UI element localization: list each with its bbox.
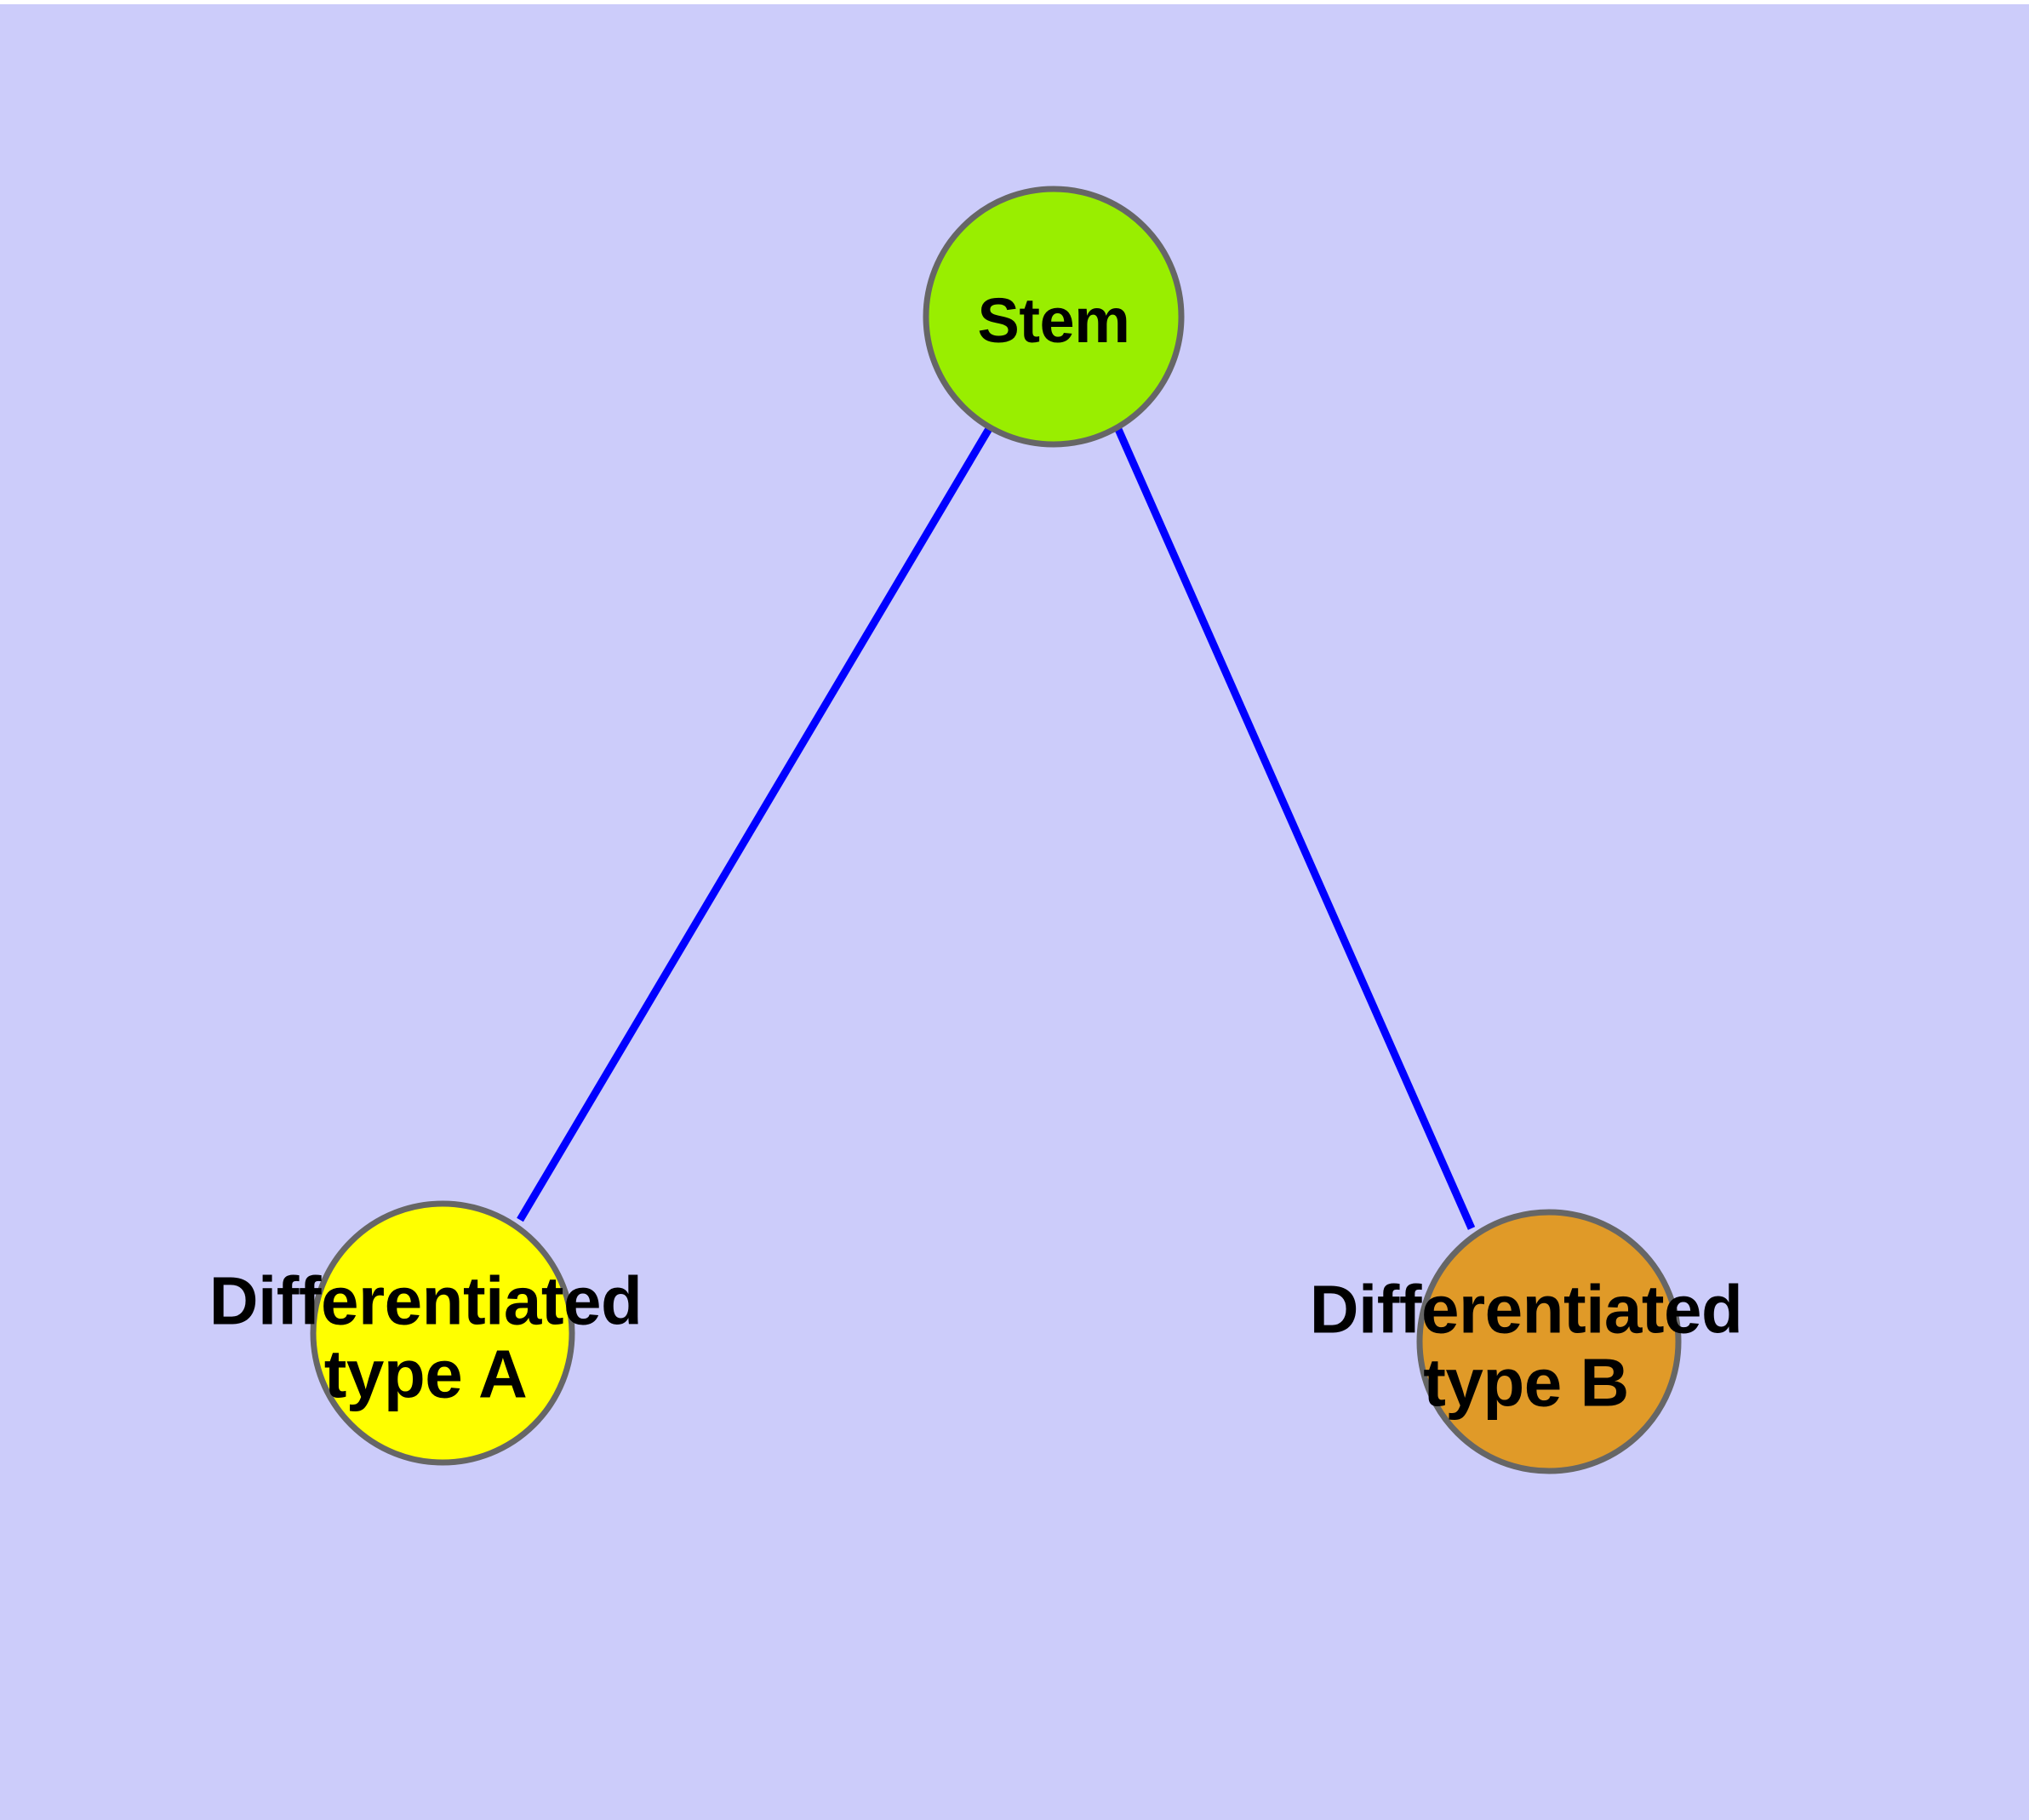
nodes-group xyxy=(310,186,1682,1474)
edge-stem-to-diff-type-b[interactable] xyxy=(1113,426,1476,1230)
node-diff-type-a[interactable] xyxy=(310,1200,575,1466)
diagram-plot-area: Stem Differentiated type A Differentiate… xyxy=(0,4,2029,1820)
graph-canvas xyxy=(310,186,1682,1474)
node-diff-type-b[interactable] xyxy=(1416,1209,1682,1474)
edge-stem-to-diff-type-a[interactable] xyxy=(517,425,993,1222)
edges-group xyxy=(517,425,1476,1230)
node-stem[interactable] xyxy=(923,186,1185,448)
